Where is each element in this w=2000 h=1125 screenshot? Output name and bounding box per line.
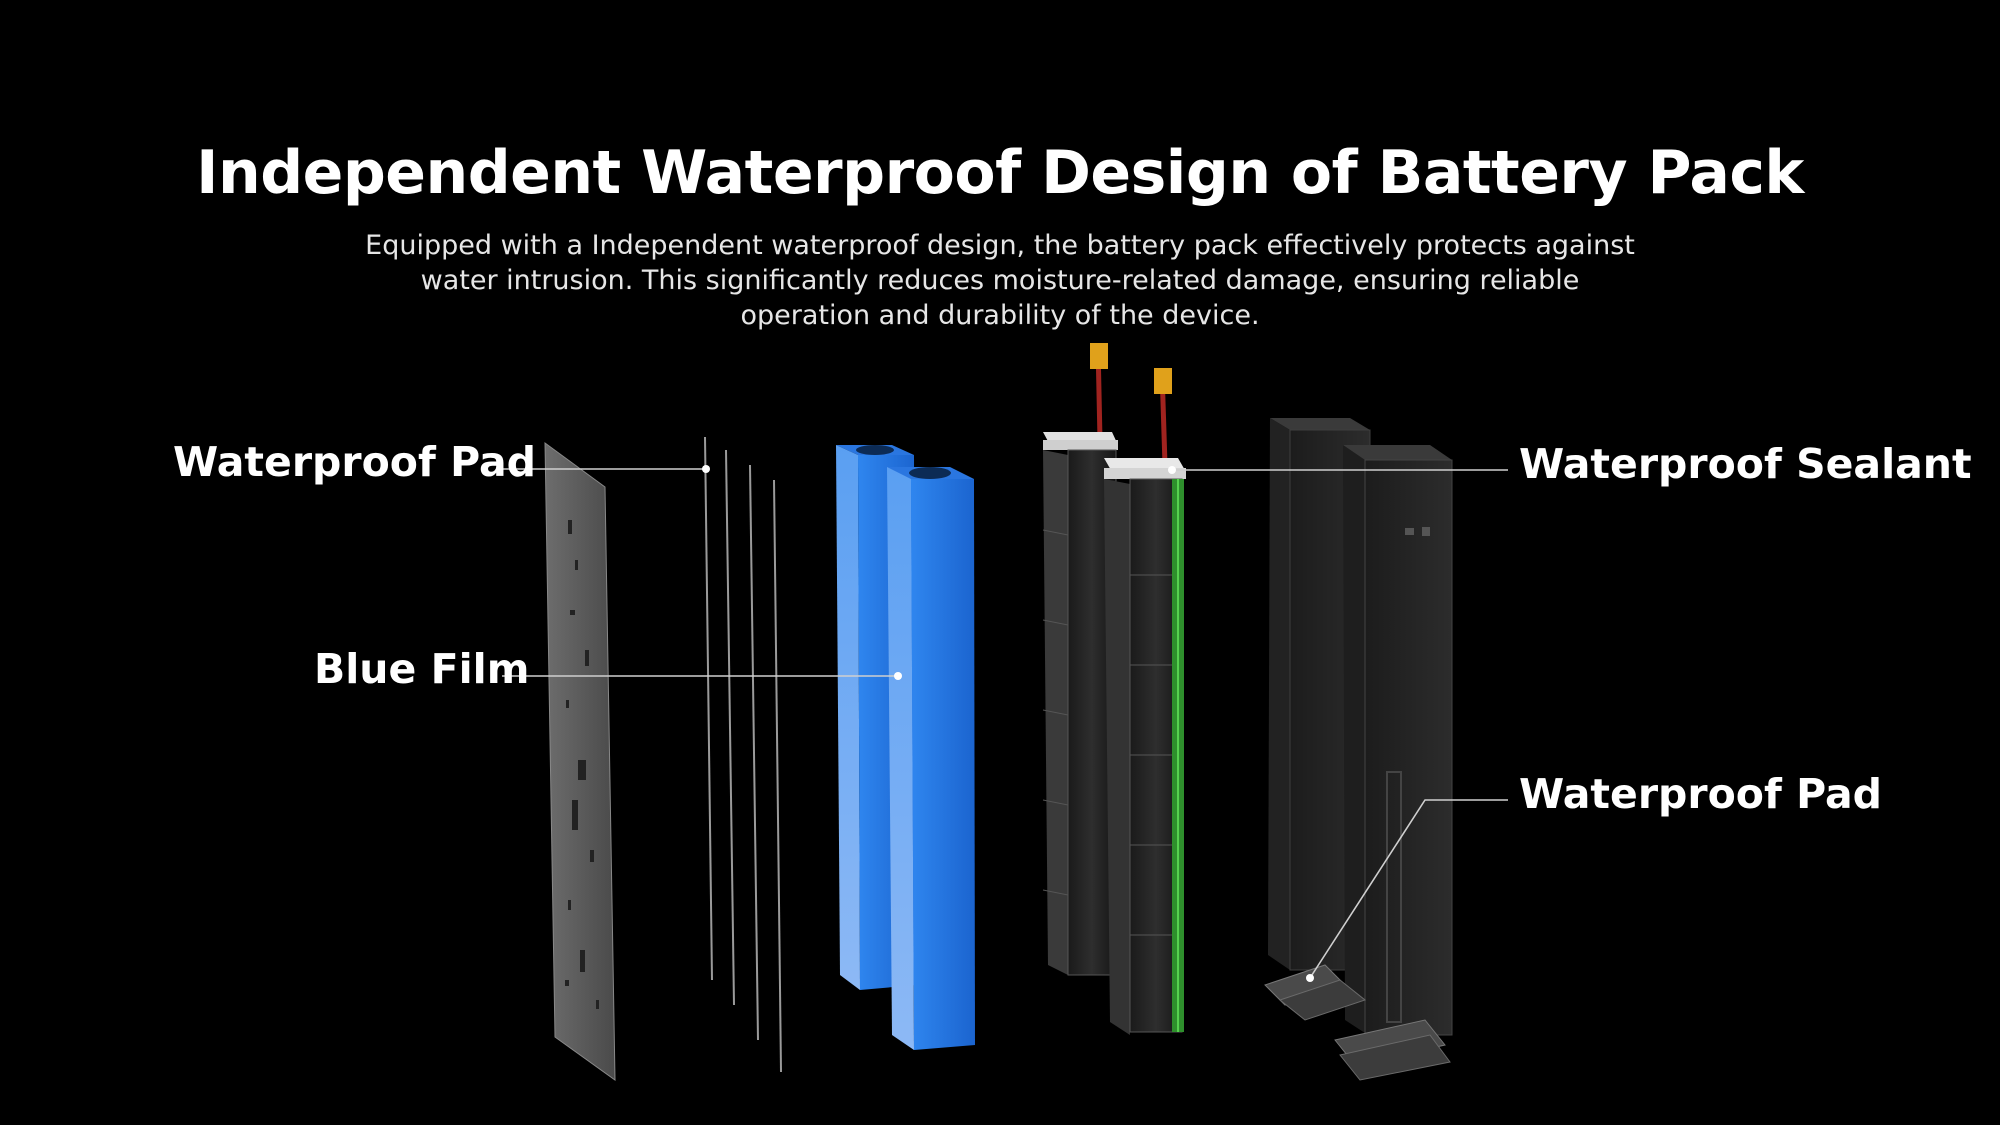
thin-film-layers — [704, 436, 782, 1073]
label-blue-film: Blue Film — [314, 645, 530, 693]
waterproof-pad-plate — [544, 442, 616, 1081]
page-title: Independent Waterproof Design of Battery… — [196, 138, 1804, 208]
page-description: Equipped with a Independent waterproof d… — [365, 230, 1635, 331]
blue-film-tubes — [836, 445, 975, 1050]
label-waterproof-pad-left: Waterproof Pad — [173, 438, 537, 486]
callout-lines — [502, 468, 1508, 979]
label-waterproof-sealant: Waterproof Sealant — [1519, 440, 1972, 488]
callout-dots — [702, 465, 1314, 982]
bottom-waterproof-pads — [1264, 964, 1451, 1081]
battery-cell-stack-2 — [1104, 368, 1186, 1035]
battery-housings — [1268, 418, 1453, 1036]
label-waterproof-pad-right: Waterproof Pad — [1519, 770, 1883, 818]
